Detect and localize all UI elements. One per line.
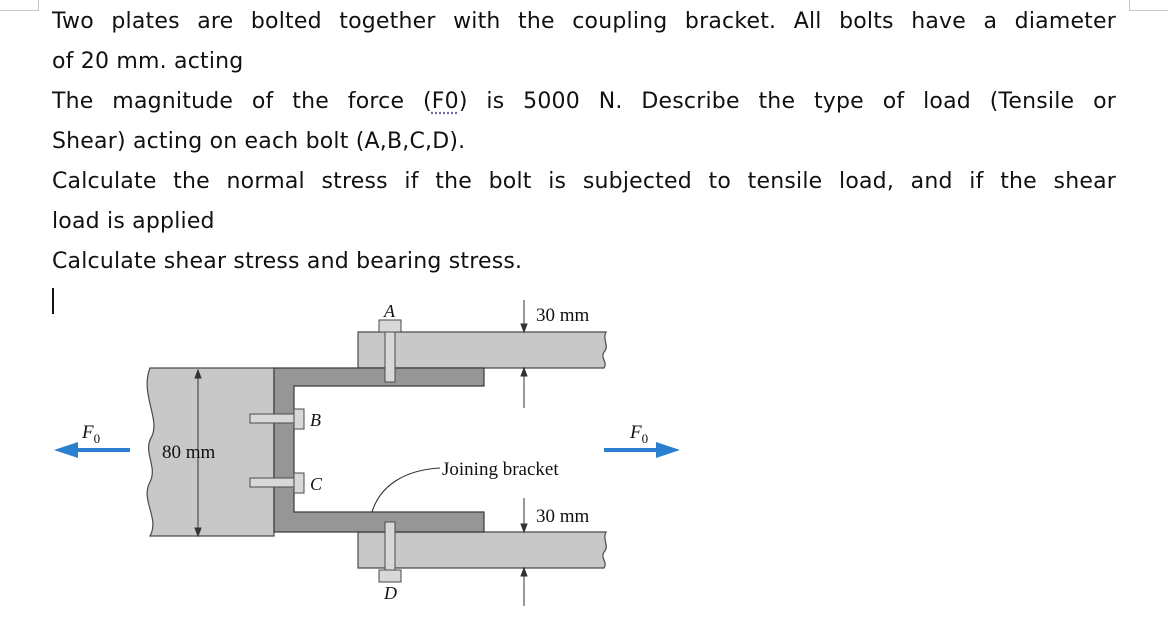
label-bolt-d: D [383, 583, 397, 603]
problem-line-1: Two plates are bolted together with the … [52, 9, 1116, 34]
left-plate [146, 367, 275, 537]
problem-line-3-start: The magnitude of the force ( [52, 89, 432, 114]
upper-plate [357, 331, 607, 369]
top-thickness-dimension [520, 300, 528, 408]
text-cursor [52, 288, 54, 314]
problem-line-3-end: ) is 5000 N. Describe the type of load (… [458, 89, 1116, 114]
page-corner-mark-left [0, 0, 39, 11]
label-joining-bracket: Joining bracket [442, 459, 559, 480]
problem-line-6: load is applied [52, 209, 215, 234]
bracket-leader-line [371, 467, 441, 513]
label-force-left: F0 [81, 422, 100, 446]
bolt-a [378, 319, 402, 383]
label-bottom-thickness: 30 mm [536, 506, 590, 527]
spellcheck-mark-f0: F0 [431, 89, 459, 114]
bolt-c [249, 472, 305, 494]
problem-line-2: of 20 mm. acting [52, 49, 244, 74]
bolted-bracket-figure: A D B C 30 mm 30 mm 80 mm Joining bracke… [54, 300, 680, 606]
label-force-right: F0 [629, 422, 648, 446]
problem-line-7: Calculate shear stress and bearing stres… [52, 249, 523, 274]
left-force-arrow [54, 442, 130, 458]
lower-plate [357, 531, 607, 569]
problem-line-5: Calculate the normal stress if the bolt … [52, 169, 1116, 194]
bolt-b [249, 408, 305, 430]
page-corner-mark-right [1129, 0, 1168, 11]
label-height: 80 mm [162, 442, 216, 463]
label-bolt-a: A [383, 301, 396, 321]
bottom-thickness-dimension [520, 498, 528, 606]
problem-line-3: The magnitude of the force (F0) is 5000 … [52, 82, 1116, 122]
label-bolt-b: B [310, 410, 321, 430]
label-bolt-c: C [310, 474, 323, 494]
label-top-thickness: 30 mm [536, 305, 590, 326]
joining-bracket [273, 367, 485, 533]
bolt-d [378, 521, 402, 583]
problem-line-4: Shear) acting on each bolt (A,B,C,D). [52, 129, 466, 154]
height-dimension [194, 368, 202, 538]
right-force-arrow [604, 442, 680, 458]
